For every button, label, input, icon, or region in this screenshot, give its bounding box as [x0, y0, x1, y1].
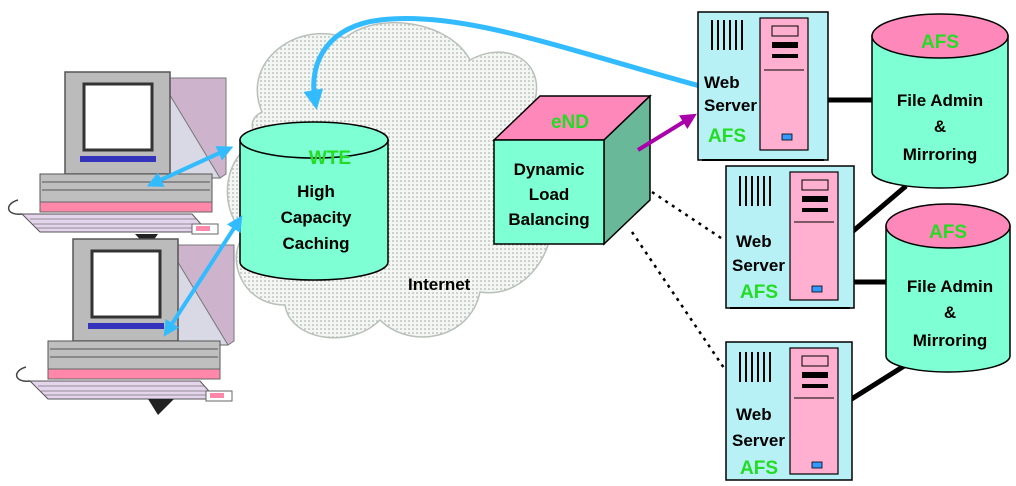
- filestore-2-line-3: Mirroring: [913, 331, 988, 350]
- end-load-balancer: eND Dynamic Load Balancing: [492, 94, 652, 246]
- balancer-line-2: Load: [529, 185, 570, 204]
- server-2-line-1: Web: [736, 232, 772, 251]
- file-store-1: AFS File Admin & Mirroring: [871, 13, 1009, 189]
- wte-cache-cylinder: WTE High Capacity Caching: [239, 121, 389, 281]
- filestore-2-line-1: File Admin: [907, 277, 993, 296]
- file-store-2: AFS File Admin & Mirroring: [885, 203, 1011, 373]
- link-server-2-filestore-1: [850, 184, 908, 234]
- filestore-1-line-2: &: [934, 117, 946, 136]
- link-balancer-server-3: [630, 231, 726, 369]
- arrow-client1-cache: [146, 146, 234, 187]
- filestore-2-line-2: &: [944, 303, 956, 322]
- cache-line-1: High: [297, 182, 335, 201]
- balancer-line-1: Dynamic: [514, 160, 585, 179]
- arrow-client2-cache: [163, 215, 243, 337]
- server-3-line-1: Web: [736, 405, 772, 424]
- web-server-3: Web Server AFS: [725, 341, 853, 481]
- cache-line-2: Capacity: [281, 208, 352, 227]
- filestore-1-line-3: Mirroring: [903, 145, 978, 164]
- server-2-line-2: Server: [732, 256, 785, 275]
- filestore-1-badge: AFS: [921, 32, 959, 53]
- server-1-badge: AFS: [708, 126, 746, 147]
- link-balancer-server-2: [651, 190, 725, 242]
- end-badge: eND: [551, 112, 589, 133]
- client-computer-1: [8, 71, 227, 248]
- filestore-1-line-1: File Admin: [897, 91, 983, 110]
- web-server-2: Web Server AFS: [725, 165, 855, 309]
- client-computer-2: [16, 238, 235, 415]
- server-1-line-1: Web: [704, 73, 740, 92]
- filestore-2-badge: AFS: [929, 222, 967, 243]
- wte-badge: WTE: [309, 148, 351, 169]
- arrow-server-to-cache: [303, 15, 701, 110]
- cache-line-3: Caching: [282, 234, 349, 253]
- server-2-badge: AFS: [740, 282, 778, 303]
- server-3-line-2: Server: [732, 431, 785, 450]
- server-1-line-2: Server: [704, 96, 757, 115]
- arrow-balancer-to-server-1: [636, 113, 697, 152]
- server-3-badge: AFS: [740, 458, 778, 479]
- internet-label: Internet: [408, 275, 471, 294]
- balancer-line-3: Balancing: [508, 210, 589, 229]
- web-server-1: Web Server AFS: [697, 11, 829, 161]
